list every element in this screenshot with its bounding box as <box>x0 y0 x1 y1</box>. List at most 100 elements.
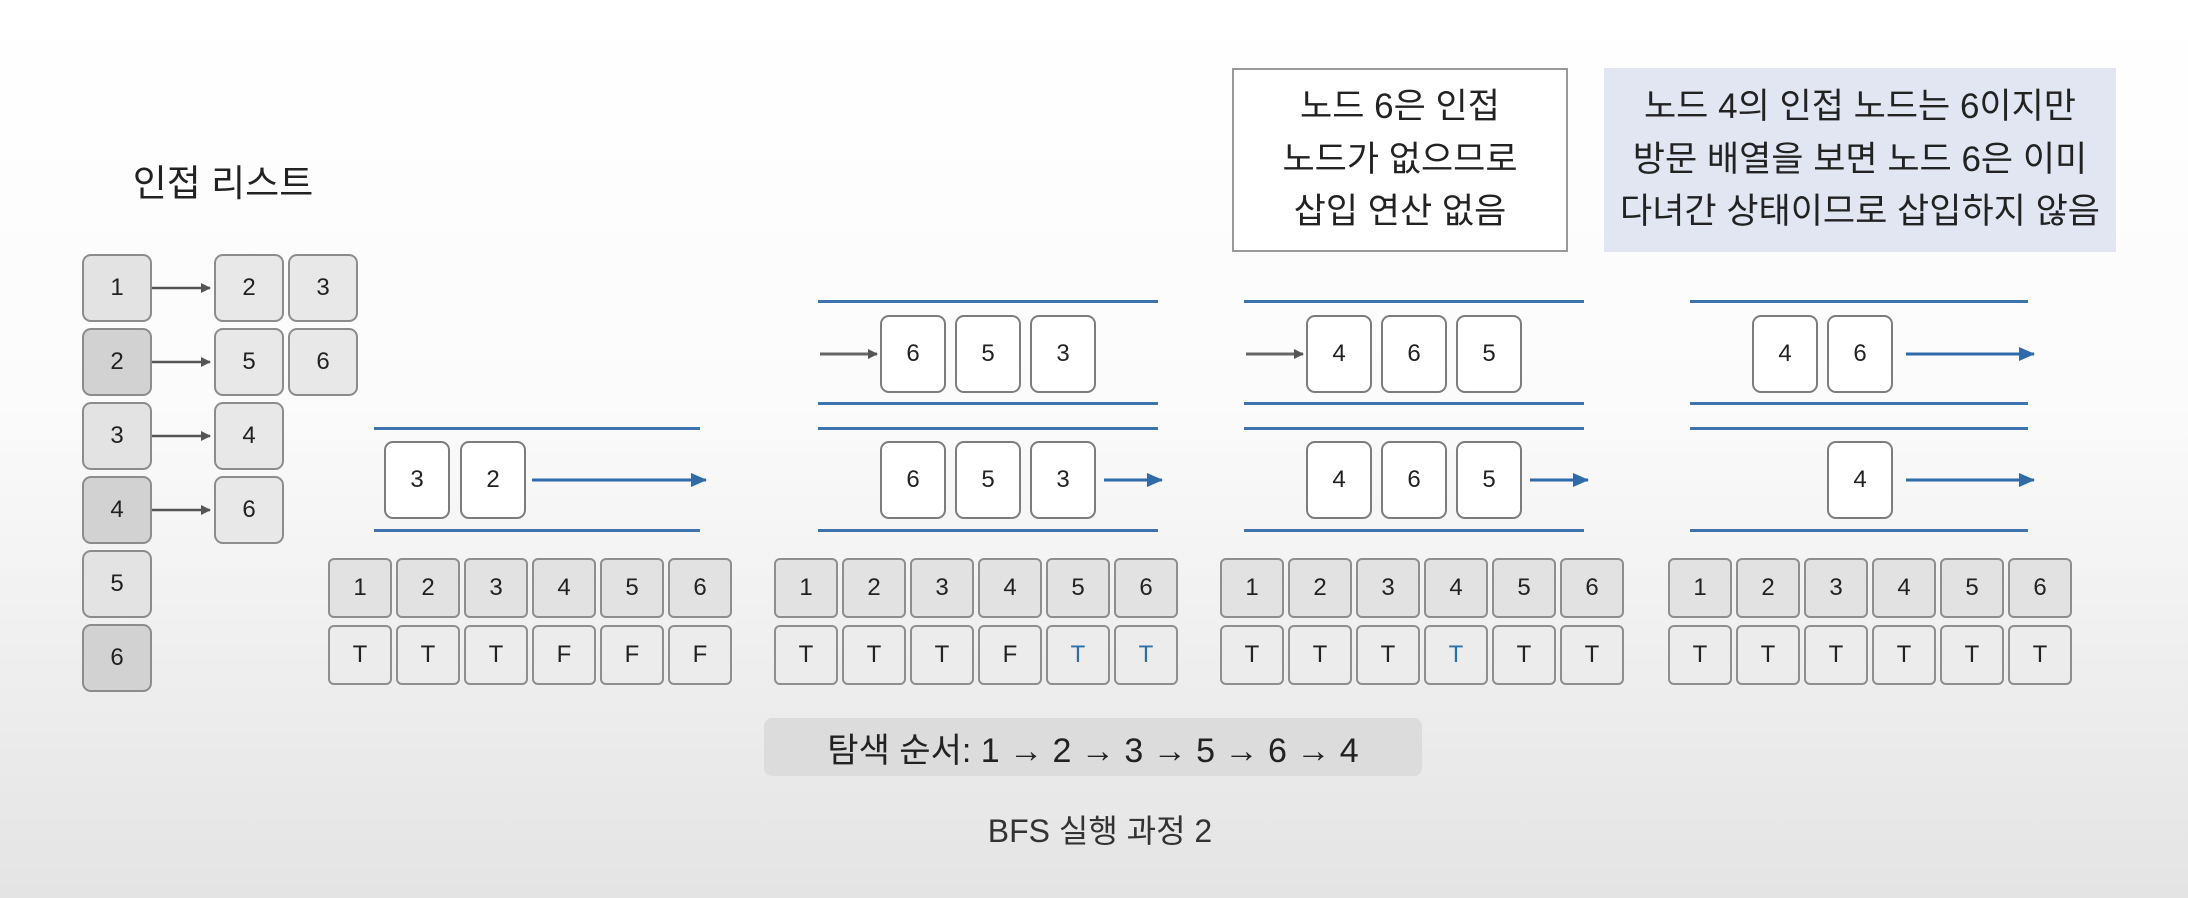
visited-index: 5 <box>1940 558 2004 618</box>
visited-index: 6 <box>1560 558 1624 618</box>
queue-cell: 5 <box>955 315 1021 393</box>
queue-cell: 6 <box>1381 315 1447 393</box>
visited-value: T <box>842 625 906 685</box>
visited-value: T <box>396 625 460 685</box>
visited-value: T <box>1220 625 1284 685</box>
note-already-visited: 노드 4의 인접 노드는 6이지만 방문 배열을 보면 노드 6은 이미 다녀간… <box>1604 68 2116 252</box>
queue-rail <box>374 529 700 532</box>
visited-index: 2 <box>396 558 460 618</box>
queue-cell: 5 <box>1456 315 1522 393</box>
queue-cell: 6 <box>1381 441 1447 519</box>
visited-index: 1 <box>1220 558 1284 618</box>
visited-value: T <box>1668 625 1732 685</box>
visited-value: T <box>1804 625 1868 685</box>
visited-index: 4 <box>1424 558 1488 618</box>
queue-cell: 5 <box>955 441 1021 519</box>
adjacency-neighbor: 6 <box>214 476 284 544</box>
search-order: 탐색 순서: 1 → 2 → 3 → 5 → 6 → 4 <box>764 718 1422 776</box>
queue-rail <box>1690 402 2028 405</box>
visited-index: 3 <box>910 558 974 618</box>
queue-rail <box>1244 427 1584 430</box>
queue-rail <box>1690 529 2028 532</box>
visited-index: 4 <box>532 558 596 618</box>
visited-value: T <box>1288 625 1352 685</box>
queue-cell: 5 <box>1456 441 1522 519</box>
visited-index: 2 <box>1736 558 1800 618</box>
queue-rail <box>1690 427 2028 430</box>
adjacency-node-2: 2 <box>82 328 152 396</box>
queue-cell: 3 <box>384 441 450 519</box>
visited-index: 4 <box>978 558 1042 618</box>
visited-index: 5 <box>600 558 664 618</box>
queue-rail <box>818 402 1158 405</box>
visited-value: T <box>1560 625 1624 685</box>
visited-index: 2 <box>842 558 906 618</box>
visited-value: F <box>668 625 732 685</box>
visited-index: 1 <box>1668 558 1732 618</box>
queue-cell: 4 <box>1306 315 1372 393</box>
visited-value: F <box>600 625 664 685</box>
visited-index: 5 <box>1492 558 1556 618</box>
visited-index: 3 <box>464 558 528 618</box>
note-line: 다녀간 상태이므로 삽입하지 않음 <box>1620 192 2100 232</box>
visited-index: 6 <box>1114 558 1178 618</box>
visited-index: 1 <box>774 558 838 618</box>
visited-value: T <box>1492 625 1556 685</box>
note-line: 노드 6은 인접 <box>1300 87 1500 127</box>
adjacency-node-3: 3 <box>82 402 152 470</box>
adjacency-neighbor: 6 <box>288 328 358 396</box>
figure-caption: BFS 실행 과정 2 <box>987 813 1213 849</box>
adjacency-node-6: 6 <box>82 624 152 692</box>
visited-index: 6 <box>2008 558 2072 618</box>
queue-cell: 3 <box>1030 315 1096 393</box>
visited-index: 4 <box>1872 558 1936 618</box>
adjacency-node-4: 4 <box>82 476 152 544</box>
queue-cell: 4 <box>1306 441 1372 519</box>
visited-index: 1 <box>328 558 392 618</box>
visited-index: 6 <box>668 558 732 618</box>
queue-rail <box>1244 402 1584 405</box>
visited-value: T <box>464 625 528 685</box>
queue-cell: 4 <box>1752 315 1818 393</box>
visited-index: 2 <box>1288 558 1352 618</box>
visited-value: F <box>978 625 1042 685</box>
note-line: 노드가 없으므로 <box>1282 139 1518 179</box>
queue-rail <box>818 529 1158 532</box>
queue-cell: 2 <box>460 441 526 519</box>
queue-rail <box>1244 529 1584 532</box>
queue-cell: 4 <box>1827 441 1893 519</box>
queue-rail <box>374 427 700 430</box>
visited-index: 5 <box>1046 558 1110 618</box>
visited-index: 3 <box>1356 558 1420 618</box>
visited-value: T <box>774 625 838 685</box>
adjacency-neighbor: 4 <box>214 402 284 470</box>
adjacency-node-1: 1 <box>82 254 152 322</box>
adjacency-list-title: 인접 리스트 <box>132 163 314 204</box>
queue-cell: 6 <box>880 441 946 519</box>
queue-cell: 6 <box>880 315 946 393</box>
adjacency-neighbor: 3 <box>288 254 358 322</box>
queue-rail <box>818 300 1158 303</box>
adjacency-node-5: 5 <box>82 550 152 618</box>
visited-index: 3 <box>1804 558 1868 618</box>
queue-cell: 6 <box>1827 315 1893 393</box>
visited-value: T <box>1940 625 2004 685</box>
queue-rail <box>1690 300 2028 303</box>
visited-value: T <box>1356 625 1420 685</box>
visited-value: T <box>2008 625 2072 685</box>
visited-value: T <box>1872 625 1936 685</box>
note-line: 노드 4의 인접 노드는 6이지만 <box>1643 87 2077 127</box>
note-line: 삽입 연산 없음 <box>1293 192 1507 232</box>
note-line: 방문 배열을 보면 노드 6은 이미 <box>1632 139 2088 179</box>
visited-value-updated: T <box>1114 625 1178 685</box>
queue-rail <box>1244 300 1584 303</box>
visited-value: T <box>1736 625 1800 685</box>
visited-value: F <box>532 625 596 685</box>
adjacency-neighbor: 5 <box>214 328 284 396</box>
queue-cell: 3 <box>1030 441 1096 519</box>
visited-value-updated: T <box>1046 625 1110 685</box>
note-no-adjacent: 노드 6은 인접 노드가 없으므로 삽입 연산 없음 <box>1232 68 1568 252</box>
queue-rail <box>818 427 1158 430</box>
visited-value: T <box>910 625 974 685</box>
